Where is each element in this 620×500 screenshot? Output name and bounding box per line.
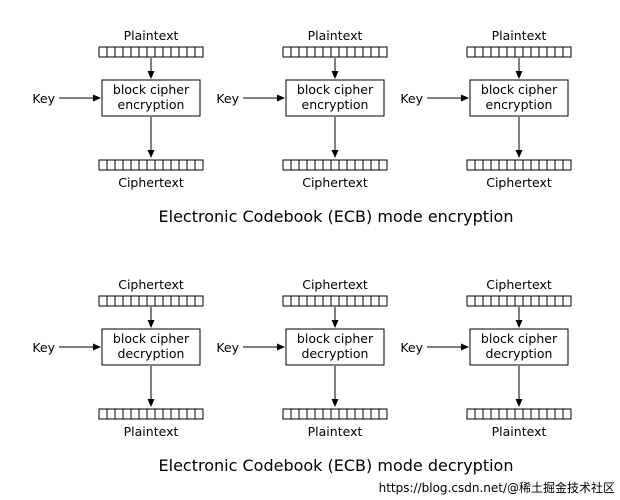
input-label: Ciphertext <box>118 277 184 292</box>
output-data-strip <box>282 408 388 420</box>
input-data-strip <box>98 295 204 307</box>
output-label: Plaintext <box>124 424 179 439</box>
key-label: Key <box>216 91 239 106</box>
output-label: Plaintext <box>492 424 547 439</box>
output-data-strip <box>98 408 204 420</box>
cipher-box <box>285 328 385 366</box>
cipher-label-line1: block cipher <box>297 82 374 97</box>
key-label: Key <box>32 340 55 355</box>
cipher-box <box>469 79 569 117</box>
cipher-label-line2: decryption <box>118 346 185 361</box>
output-data-strip <box>466 159 572 171</box>
input-label: Plaintext <box>308 28 363 43</box>
input-data-strip <box>466 295 572 307</box>
output-data-strip <box>98 159 204 171</box>
cipher-box <box>469 328 569 366</box>
watermark: https://blog.csdn.net/@稀土掘金技术社区 <box>379 480 615 495</box>
output-label: Plaintext <box>308 424 363 439</box>
encryption-section: Electronic Codebook (ECB) mode encryptio… <box>32 28 572 226</box>
key-label: Key <box>216 340 239 355</box>
input-data-strip <box>282 295 388 307</box>
output-label: Ciphertext <box>302 175 368 190</box>
output-label: Ciphertext <box>118 175 184 190</box>
input-data-strip <box>98 46 204 58</box>
cipher-label-line2: encryption <box>486 97 553 112</box>
cipher-label-line1: block cipher <box>113 331 190 346</box>
cipher-label-line1: block cipher <box>113 82 190 97</box>
key-label: Key <box>400 340 423 355</box>
cipher-label-line2: decryption <box>486 346 553 361</box>
output-data-strip <box>282 159 388 171</box>
key-label: Key <box>32 91 55 106</box>
key-label: Key <box>400 91 423 106</box>
cipher-label-line1: block cipher <box>481 331 558 346</box>
input-data-strip <box>466 46 572 58</box>
cipher-label-line2: decryption <box>302 346 369 361</box>
cipher-label-line1: block cipher <box>297 331 374 346</box>
cipher-label-line2: encryption <box>118 97 185 112</box>
cipher-label-line1: block cipher <box>481 82 558 97</box>
output-label: Ciphertext <box>486 175 552 190</box>
cipher-label-line2: encryption <box>302 97 369 112</box>
decryption-section: Electronic Codebook (ECB) mode decryptio… <box>32 277 572 475</box>
cipher-box <box>101 328 201 366</box>
input-label: Plaintext <box>492 28 547 43</box>
decryption-caption: Electronic Codebook (ECB) mode decryptio… <box>159 456 514 475</box>
output-data-strip <box>466 408 572 420</box>
input-data-strip <box>282 46 388 58</box>
input-label: Plaintext <box>124 28 179 43</box>
cipher-box <box>101 79 201 117</box>
input-label: Ciphertext <box>302 277 368 292</box>
encryption-caption: Electronic Codebook (ECB) mode encryptio… <box>159 207 514 226</box>
cipher-box <box>285 79 385 117</box>
input-label: Ciphertext <box>486 277 552 292</box>
